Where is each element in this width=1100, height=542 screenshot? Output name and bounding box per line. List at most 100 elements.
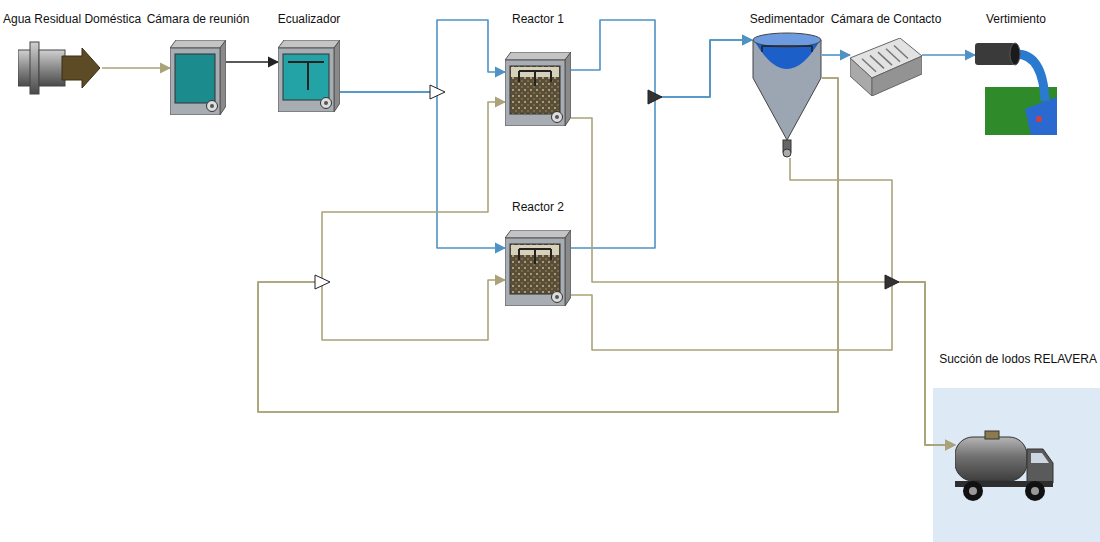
process-unit: Sedimentador (752, 30, 822, 158)
flow-line (102, 67, 170, 69)
drawing-part (1031, 453, 1049, 463)
drawing-part (1031, 487, 1039, 495)
drawing-part (963, 481, 983, 501)
drawing-part (534, 71, 536, 86)
unit-label: Agua Residual Doméstica (3, 12, 141, 27)
drawing-part (885, 275, 899, 289)
drawing-part (170, 48, 220, 115)
process-unit: Agua Residual Doméstica (18, 40, 102, 96)
drawing-part (1036, 116, 1042, 122)
drawing-part (324, 101, 328, 105)
drawing-part (555, 295, 559, 299)
drawing-part (550, 71, 552, 82)
drawing-part (894, 46, 908, 59)
drawing-part (648, 90, 662, 104)
drawing-part (1025, 481, 1045, 501)
drawing-part (62, 48, 100, 88)
flow-line (340, 20, 505, 92)
unit-icon (752, 30, 822, 158)
drawing-part (505, 60, 565, 126)
drawing-part (505, 52, 571, 60)
drawing-part (430, 85, 445, 99)
drawing-part (850, 58, 872, 96)
unit-icon (955, 425, 1055, 505)
drawing-part (975, 43, 1015, 65)
drawing-part (307, 62, 309, 90)
drawing-part (762, 46, 812, 52)
flow-line (258, 78, 838, 412)
drawing-part (220, 40, 226, 115)
drawing-part (207, 101, 218, 112)
drawing-part (753, 40, 821, 140)
drawing-part (30, 42, 39, 94)
process-unit: Cámara de reunión (170, 40, 226, 115)
drawing-part (550, 249, 552, 260)
unit-label: Succión de lodos RELAVERA (939, 352, 1097, 367)
drawing-part (1015, 54, 1045, 101)
drawing-part (552, 292, 563, 303)
drawing-part (175, 54, 215, 103)
unit-label: Sedimentador (750, 12, 825, 27)
unit-icon (18, 40, 102, 96)
unit-label: Ecualizador (278, 12, 341, 27)
drawing-part (210, 104, 214, 108)
drawing-part (510, 244, 560, 294)
flow-line (226, 61, 278, 63)
drawing-part (39, 50, 65, 86)
drawing-part (870, 55, 884, 68)
drawing-part (534, 249, 536, 264)
flow-line (822, 54, 850, 56)
flow-line (571, 282, 955, 445)
drawing-part (565, 230, 571, 306)
unit-label: Cámara de Contacto (831, 12, 942, 27)
drawing-part (505, 238, 565, 306)
drawing-part (1027, 449, 1053, 483)
drawing-part (510, 66, 560, 114)
drawing-part (278, 48, 334, 112)
process-unit: Succión de lodos RELAVERA (955, 425, 1055, 505)
drawing-part (783, 149, 791, 157)
flow-line (340, 92, 505, 248)
flow-line (571, 118, 955, 445)
drawing-part (518, 71, 520, 82)
flow-line (258, 78, 838, 412)
drawing-part (565, 52, 571, 126)
drawing-part (552, 112, 563, 123)
drawing-part (321, 98, 332, 109)
drawing-part (288, 61, 324, 63)
drawing-part (933, 388, 1100, 542)
drawing-part (985, 431, 999, 439)
process-unit: Reactor 1 (505, 52, 571, 126)
flow-line (922, 54, 975, 56)
drawing-part (753, 33, 821, 47)
process-unit: Reactor 2 (505, 230, 571, 306)
process-unit: Vertimiento (975, 35, 1057, 135)
unit-label: Vertimiento (986, 12, 1046, 27)
drawing-part (886, 49, 900, 62)
drawing-part (315, 275, 330, 289)
unit-icon (505, 52, 571, 126)
flow-line (790, 158, 955, 445)
drawing-part (862, 59, 876, 72)
drawing-part (872, 56, 922, 96)
drawing-part (505, 230, 571, 238)
drawing-part (969, 487, 977, 495)
drawing-part (1010, 43, 1020, 65)
unit-icon (975, 35, 1057, 135)
unit-icon (278, 40, 340, 112)
drawing-part (278, 40, 340, 48)
drawing-part (170, 40, 226, 48)
process-unit: Cámara de Contacto (850, 38, 922, 96)
drawing-part (878, 52, 892, 65)
unit-label: Reactor 2 (512, 200, 564, 215)
drawing-part (955, 437, 1027, 481)
flow-line (571, 20, 752, 97)
unit-icon (505, 230, 571, 306)
unit-label: Reactor 1 (512, 12, 564, 27)
drawing-part (555, 115, 559, 119)
drawing-part (755, 42, 819, 69)
flow-line (571, 40, 752, 248)
drawing-part (518, 249, 520, 260)
unit-label: Cámara de reunión (147, 12, 250, 27)
